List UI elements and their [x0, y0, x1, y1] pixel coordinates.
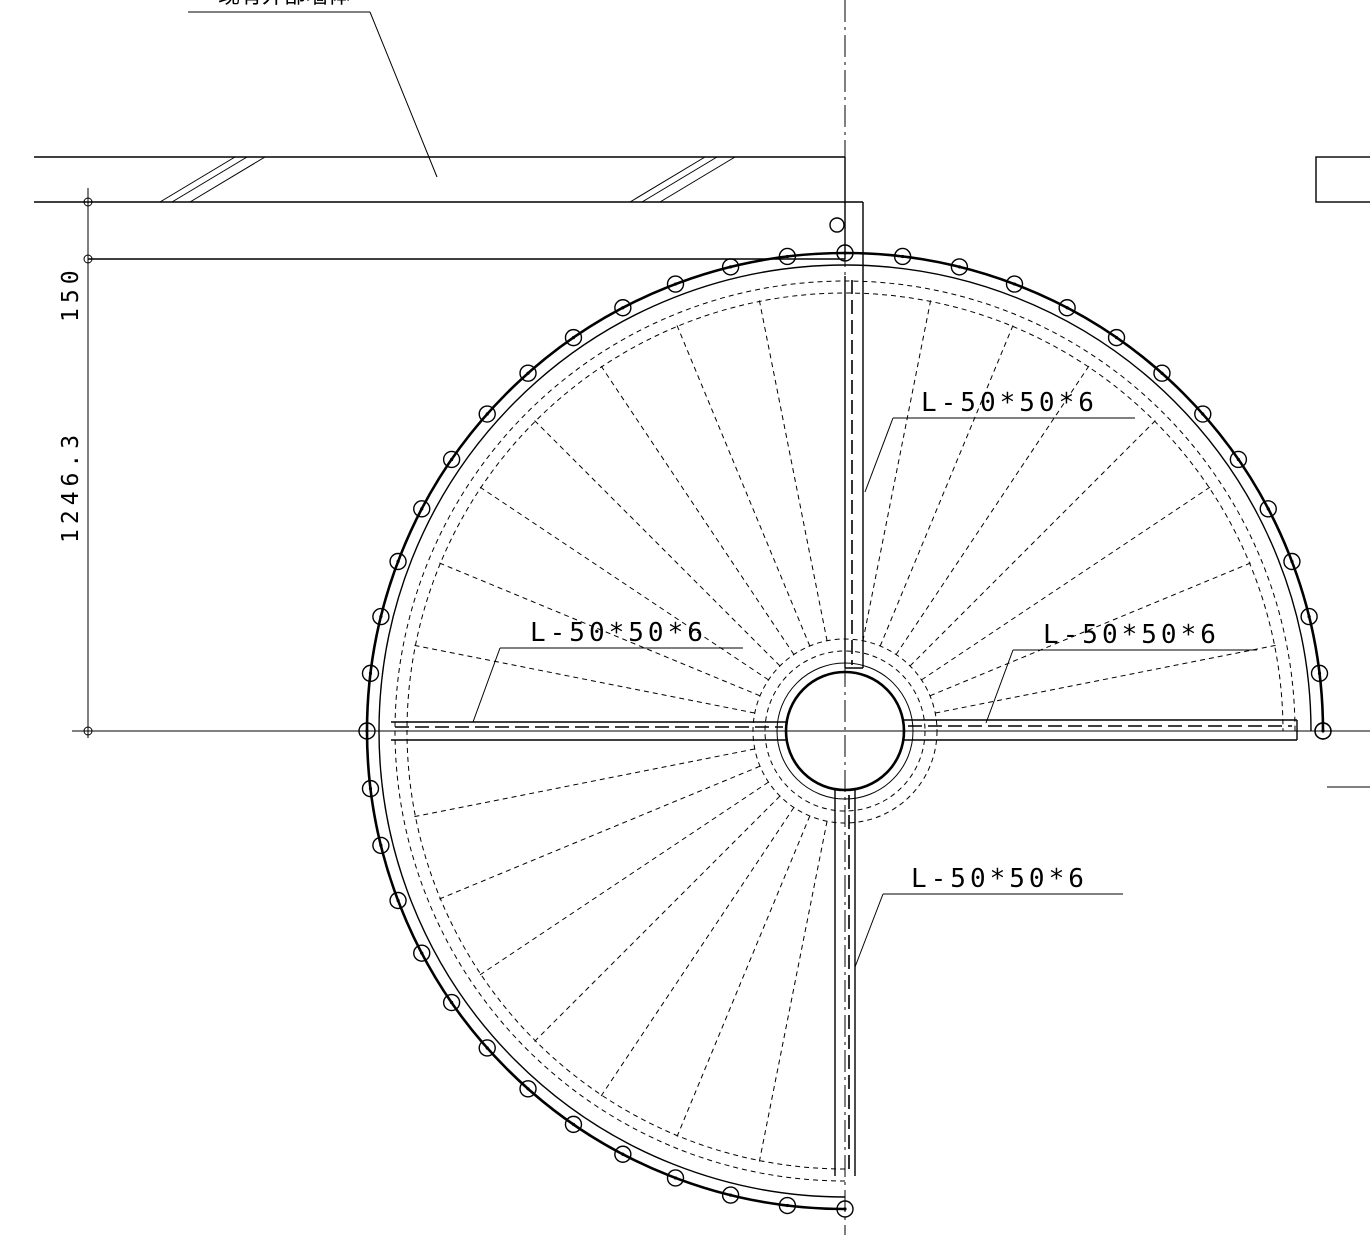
tread-line [929, 562, 1252, 697]
baluster [358, 722, 376, 740]
baluster [666, 1169, 685, 1187]
dimension-150: 150 [58, 265, 84, 322]
angle-steel-members [391, 719, 1298, 1176]
angle-label-middle-left: L-50*50*6 [530, 618, 707, 648]
baluster [1310, 664, 1329, 683]
spiral-stair [358, 217, 1332, 1218]
baluster [389, 891, 407, 910]
wall-stub-right [1315, 156, 1370, 203]
label-leaders [472, 417, 1257, 968]
baluster [721, 258, 740, 276]
baluster [778, 247, 797, 266]
baluster [361, 664, 380, 683]
angle-label-bottom: L-50*50*6 [911, 864, 1088, 894]
baluster [564, 1115, 583, 1134]
baluster [389, 552, 407, 571]
wall-hatch [159, 156, 736, 203]
baluster [893, 247, 912, 266]
existing-wall [34, 156, 1370, 203]
baluster [372, 607, 390, 626]
baluster [1058, 299, 1076, 317]
tread-line [438, 562, 761, 697]
tread-line [676, 324, 811, 647]
angle-label-middle-right: L-50*50*6 [1043, 620, 1220, 650]
baluster [1229, 450, 1248, 469]
tread-line [533, 419, 781, 667]
tread-line [413, 748, 755, 818]
tread-inner-dashed-arc [406, 292, 1284, 1170]
baluster [1107, 328, 1126, 347]
baluster [836, 1200, 854, 1218]
baluster [836, 244, 854, 262]
outer-stringer-arc [378, 264, 1312, 1198]
dimension-1246-3: 1246.3 [58, 430, 84, 543]
baluster [950, 258, 969, 276]
tread-line [676, 815, 811, 1138]
baluster [666, 275, 685, 293]
baluster [372, 836, 390, 855]
baluster [413, 944, 431, 962]
baluster [361, 779, 380, 798]
tread-line [758, 299, 828, 641]
baluster [1005, 275, 1024, 293]
baluster [519, 364, 537, 382]
angle-label-top-right: L-50*50*6 [921, 388, 1098, 418]
tread-line [533, 795, 781, 1043]
baluster [1153, 364, 1171, 382]
baluster [1259, 500, 1277, 518]
baluster [1194, 405, 1212, 423]
tread-line [758, 821, 828, 1163]
central-column [752, 638, 938, 824]
baluster [478, 1039, 496, 1057]
tread-line [600, 807, 795, 1098]
baluster [442, 993, 461, 1012]
landing-baluster [829, 217, 845, 233]
landing-platform [88, 202, 864, 669]
tread-line [478, 486, 769, 681]
tread-line [895, 364, 1090, 655]
tread-line [921, 486, 1212, 681]
dimension-chain: 150 1246.3 [58, 188, 93, 738]
baluster [564, 328, 583, 347]
baluster [721, 1186, 740, 1204]
baluster [778, 1196, 797, 1215]
tread-line [413, 644, 755, 714]
outer-handrail-arc [365, 251, 1325, 1211]
baluster [519, 1080, 537, 1098]
baluster [442, 450, 461, 469]
baluster [614, 299, 632, 317]
baluster [413, 500, 431, 518]
tread-line [909, 419, 1157, 667]
tread-line [600, 364, 795, 655]
tread-line [935, 644, 1277, 714]
baluster [478, 405, 496, 423]
tread-line [478, 781, 769, 976]
tread-line [862, 299, 932, 641]
end-baluster [1314, 722, 1332, 740]
baluster [1300, 607, 1318, 626]
wall-note: 现有外部墙体 [188, 0, 438, 178]
tread-line [438, 765, 761, 900]
wall-note-text: 现有外部墙体 [218, 0, 350, 9]
baluster [614, 1145, 632, 1163]
tread-line [879, 324, 1014, 647]
baluster [1283, 552, 1301, 571]
